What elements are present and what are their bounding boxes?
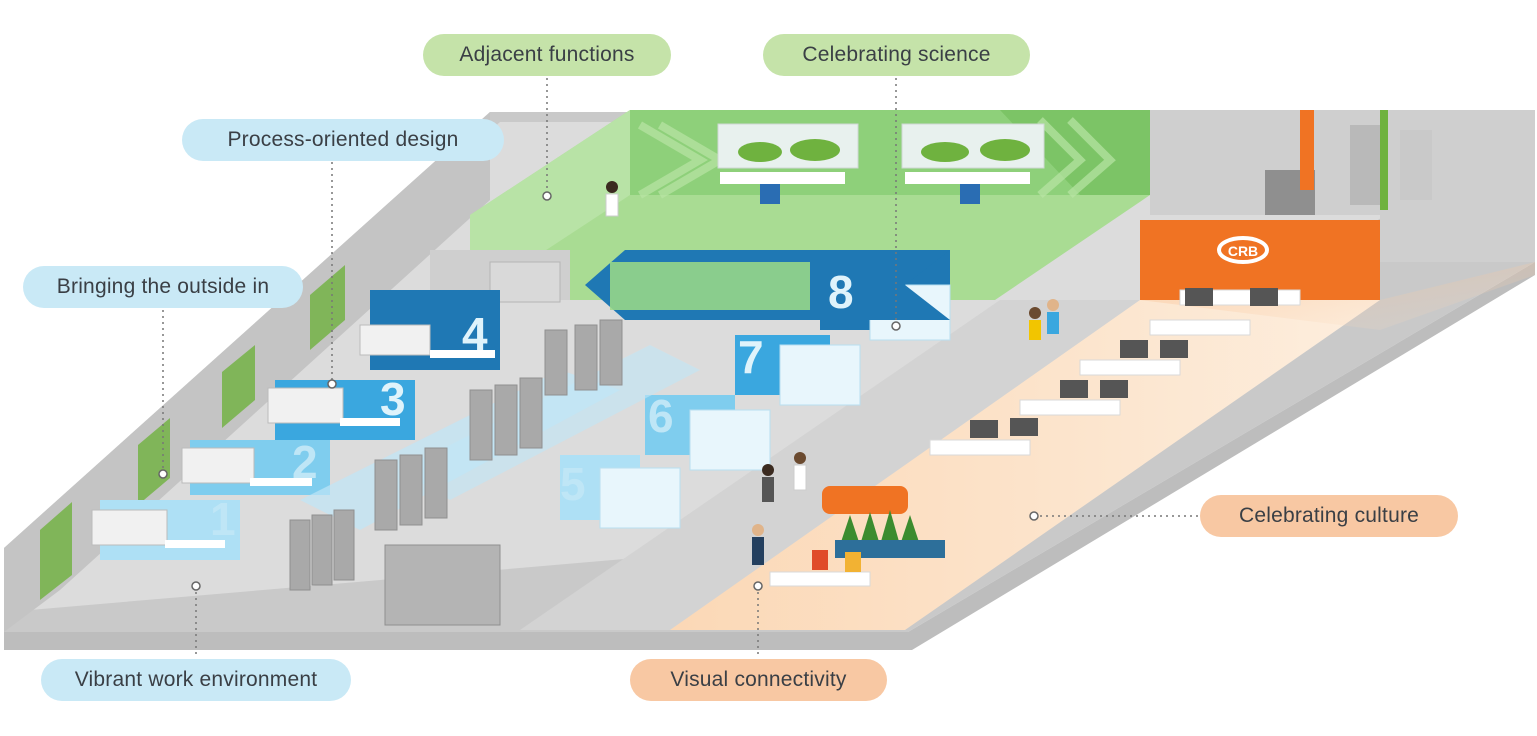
callout-adjacent-functions: Adjacent functions <box>423 34 671 76</box>
anchor-vibrant-work-environment <box>191 581 201 591</box>
process-step-numbers: 1 2 3 4 5 6 7 8 <box>210 266 854 545</box>
callout-bringing-outside-in: Bringing the outside in <box>23 266 303 308</box>
svg-text:CRB: CRB <box>1228 243 1258 259</box>
anchor-celebrating-culture <box>1029 511 1039 521</box>
anchor-process-oriented-design <box>327 379 337 389</box>
step-7: 7 <box>738 331 764 383</box>
step-2: 2 <box>292 436 318 488</box>
anchor-bringing-outside-in <box>158 469 168 479</box>
callout-leaders <box>162 78 1198 658</box>
callout-vibrant-work-environment: Vibrant work environment <box>41 659 351 701</box>
step-6: 6 <box>648 390 674 442</box>
utility-area <box>1150 110 1535 262</box>
equipment-racks <box>289 319 623 626</box>
step-1: 1 <box>210 493 236 545</box>
crb-logo: CRB <box>1217 236 1269 264</box>
step-8: 8 <box>828 266 854 318</box>
callout-celebrating-science: Celebrating science <box>763 34 1030 76</box>
people <box>605 181 1059 565</box>
callout-anchors <box>158 191 1039 591</box>
step-4: 4 <box>462 308 488 360</box>
anchor-celebrating-science <box>891 321 901 331</box>
culture-zone: CRB <box>670 220 1535 630</box>
callout-celebrating-culture: Celebrating culture <box>1200 495 1458 537</box>
central-corridor <box>430 250 1160 630</box>
callout-visual-connectivity: Visual connectivity <box>630 659 887 701</box>
anchor-visual-connectivity <box>753 581 763 591</box>
anchor-adjacent-functions <box>542 191 552 201</box>
step-5: 5 <box>560 458 586 510</box>
callout-process-oriented-design: Process-oriented design <box>182 119 504 161</box>
step-3: 3 <box>380 373 406 425</box>
